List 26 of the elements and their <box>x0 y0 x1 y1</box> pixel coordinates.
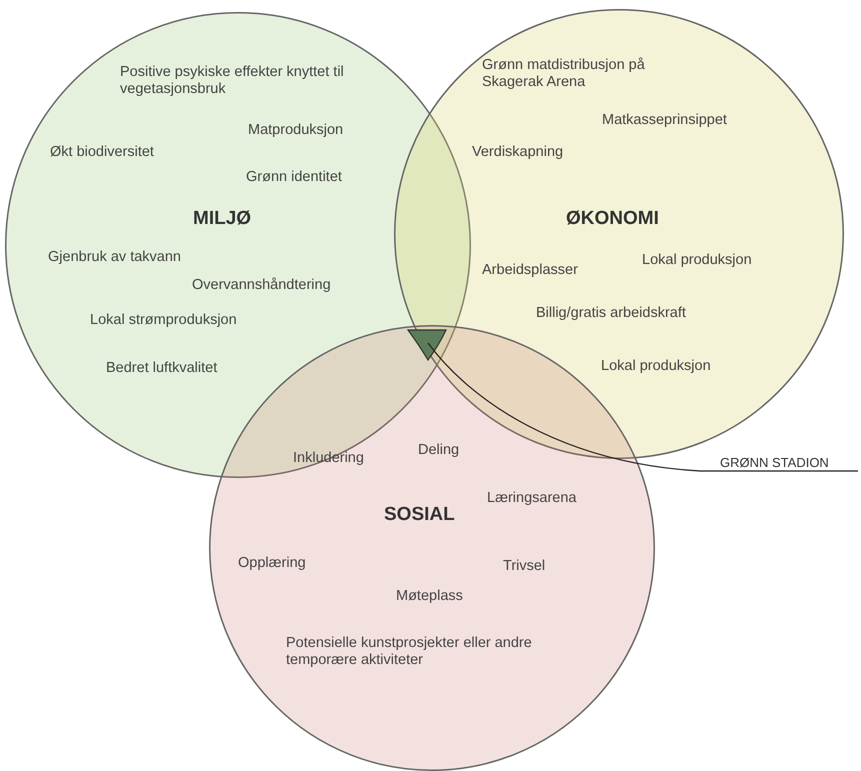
circle-heading: MILJØ <box>193 208 252 231</box>
circle-item: Læringsarena <box>487 490 576 508</box>
circle-item: Verdiskapning <box>472 144 564 162</box>
circle-item: Billig/gratis arbeidskraft <box>536 305 686 322</box>
circle-item: Positive psykiske effekter knyttet til vegetasjonsbruk <box>120 64 345 99</box>
circle-item: Økt biodiversitet <box>50 144 154 162</box>
circle-item: Overvannshåndtering <box>192 277 331 294</box>
circle-item: Grønn identitet <box>246 169 342 186</box>
circle-item: Gjenbruk av takvann <box>48 249 181 266</box>
circle-heading: ØKONOMI <box>566 208 659 231</box>
circle-item: Møteplass <box>396 588 463 606</box>
leader-line <box>428 342 858 472</box>
circle-item: Arbeidsplasser <box>482 262 578 280</box>
circle-item: Bedret luftkvalitet <box>106 360 218 378</box>
circle-item: Lokal produksjon <box>601 358 711 376</box>
circle-item: Potensielle kunstprosjekter eller andre temporære aktiviteter <box>286 635 533 670</box>
circle-item: Opplæring <box>238 555 306 572</box>
circle-item: Lokal produksjon <box>642 252 752 270</box>
circle-item: Matkasseprinsippet <box>602 112 727 130</box>
circle-item: Deling <box>418 442 460 460</box>
circle-item: Lokal strømproduksjon <box>90 312 237 330</box>
circle-item: Matproduksjon <box>248 122 344 140</box>
circle-heading: SOSIAL <box>384 504 455 527</box>
circle-item: Trivsel <box>503 558 546 576</box>
callout-label: GRØNN STADION <box>720 455 829 470</box>
circle-item: Grønn matdistribusjon på Skagerak Arena <box>482 57 646 92</box>
